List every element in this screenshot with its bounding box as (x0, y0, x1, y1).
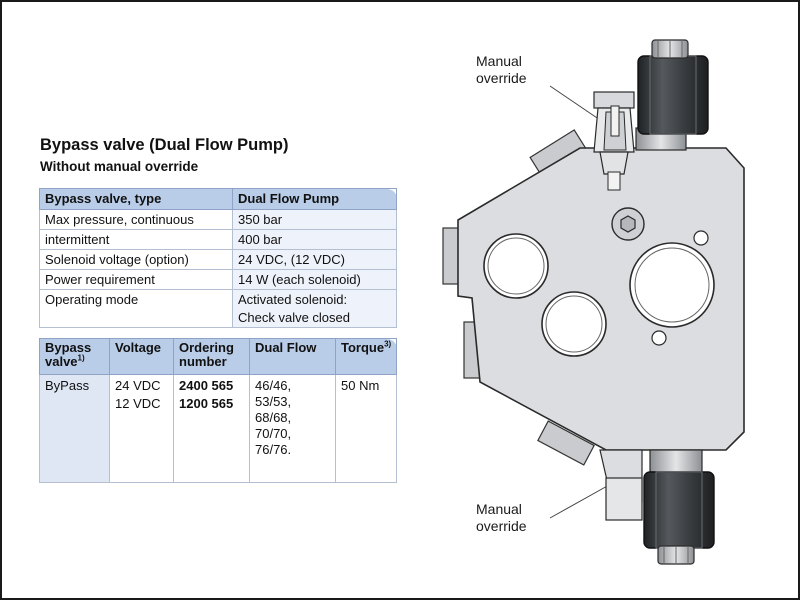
dual-flow-value: 68/68, (255, 410, 292, 425)
footnote-3: 3) (384, 339, 392, 349)
dual-flow-value: 46/46, (255, 378, 292, 393)
page-title: Bypass valve (Dual Flow Pump) (40, 136, 289, 154)
side-port-left-upper (442, 227, 460, 285)
header-ordering-number: Ordering number (173, 338, 250, 375)
ordering-table: Bypass valve1) Voltage Ordering number D… (39, 338, 397, 483)
port-bore-right-inner (634, 247, 710, 323)
port-bore-middle (541, 291, 607, 357)
table-row: ByPass 24 VDC 12 VDC 2400 565 1200 565 4… (39, 374, 397, 483)
manual-override-top (593, 91, 635, 191)
spec-label: Power requirement (39, 269, 233, 290)
spec-header-value: Dual Flow Pump (232, 188, 397, 210)
header-ordering-line2: number (179, 354, 227, 369)
table-row: intermittent 400 bar (39, 229, 397, 250)
ordering-table-header: Bypass valve1) Voltage Ordering number D… (39, 338, 397, 375)
spec-value: Activated solenoid: Check valve closed (232, 289, 397, 328)
dual-flow-value: 76/76. (255, 442, 292, 457)
label-top-line1: Manual (476, 53, 522, 69)
table-row: Solenoid voltage (option) 24 VDC, (12 VD… (39, 249, 397, 270)
manual-override-bottom (599, 449, 643, 521)
header-voltage: Voltage (109, 338, 174, 375)
cell-bypass: ByPass (39, 374, 110, 483)
voltage-12: 12 VDC (115, 396, 161, 411)
cell-torque: 50 Nm (335, 374, 397, 483)
hex-socket-icon (620, 215, 636, 233)
label-manual-override-top: Manual override (476, 53, 527, 87)
header-bypass-valve: Bypass valve1) (39, 338, 110, 375)
ordering-number-24: 2400 565 (179, 378, 234, 393)
operating-mode-line1: Activated solenoid: (238, 292, 348, 307)
spec-label: Solenoid voltage (option) (39, 249, 233, 270)
label-bottom-line2: override (476, 518, 527, 534)
spec-label: Operating mode (39, 289, 233, 328)
solenoid-top (635, 39, 709, 151)
operating-mode-line2: Check valve closed (238, 310, 350, 325)
label-bottom-line1: Manual (476, 501, 522, 517)
label-manual-override-bottom: Manual override (476, 501, 527, 535)
spec-value: 24 VDC, (12 VDC) (232, 249, 397, 270)
small-hole-top-right (693, 230, 709, 246)
header-ordering-line1: Ordering (179, 340, 234, 355)
side-port-lower (537, 420, 595, 466)
port-bore-left-inner (487, 237, 545, 295)
spec-header-type: Bypass valve, type (39, 188, 233, 210)
footnote-1: 1) (77, 353, 85, 363)
port-bore-middle-inner (545, 295, 603, 353)
dual-flow-value: 53/53, (255, 394, 292, 409)
voltage-24: 24 VDC (115, 378, 161, 393)
small-hole-bottom (651, 330, 667, 346)
spec-label: intermittent (39, 229, 233, 250)
spec-table-header: Bypass valve, type Dual Flow Pump (39, 188, 397, 210)
solenoid-bottom (643, 449, 715, 565)
header-torque-label: Torque (341, 340, 385, 355)
cell-dual-flow: 46/46, 53/53, 68/68, 70/70, 76/76. (249, 374, 336, 483)
port-bore-right (629, 242, 715, 328)
table-row: Power requirement 14 W (each solenoid) (39, 269, 397, 290)
cell-voltage: 24 VDC 12 VDC (109, 374, 174, 483)
spec-value: 14 W (each solenoid) (232, 269, 397, 290)
table-row: Operating mode Activated solenoid: Check… (39, 289, 397, 328)
spec-table: Bypass valve, type Dual Flow Pump Max pr… (39, 188, 397, 328)
header-dual-flow: Dual Flow (249, 338, 336, 375)
label-top-line2: override (476, 70, 527, 86)
ordering-number-12: 1200 565 (179, 396, 234, 411)
header-torque: Torque3) (335, 338, 397, 375)
port-bore-left (483, 233, 549, 299)
spec-label: Max pressure, continuous (39, 209, 233, 230)
page-subtitle: Without manual override (40, 159, 199, 174)
dual-flow-value: 70/70, (255, 426, 292, 441)
header-bypass-line2: valve (45, 354, 78, 369)
spec-value: 400 bar (232, 229, 397, 250)
table-row: Max pressure, continuous 350 bar (39, 209, 397, 230)
header-bypass-line1: Bypass (45, 340, 92, 355)
spec-value: 350 bar (232, 209, 397, 230)
